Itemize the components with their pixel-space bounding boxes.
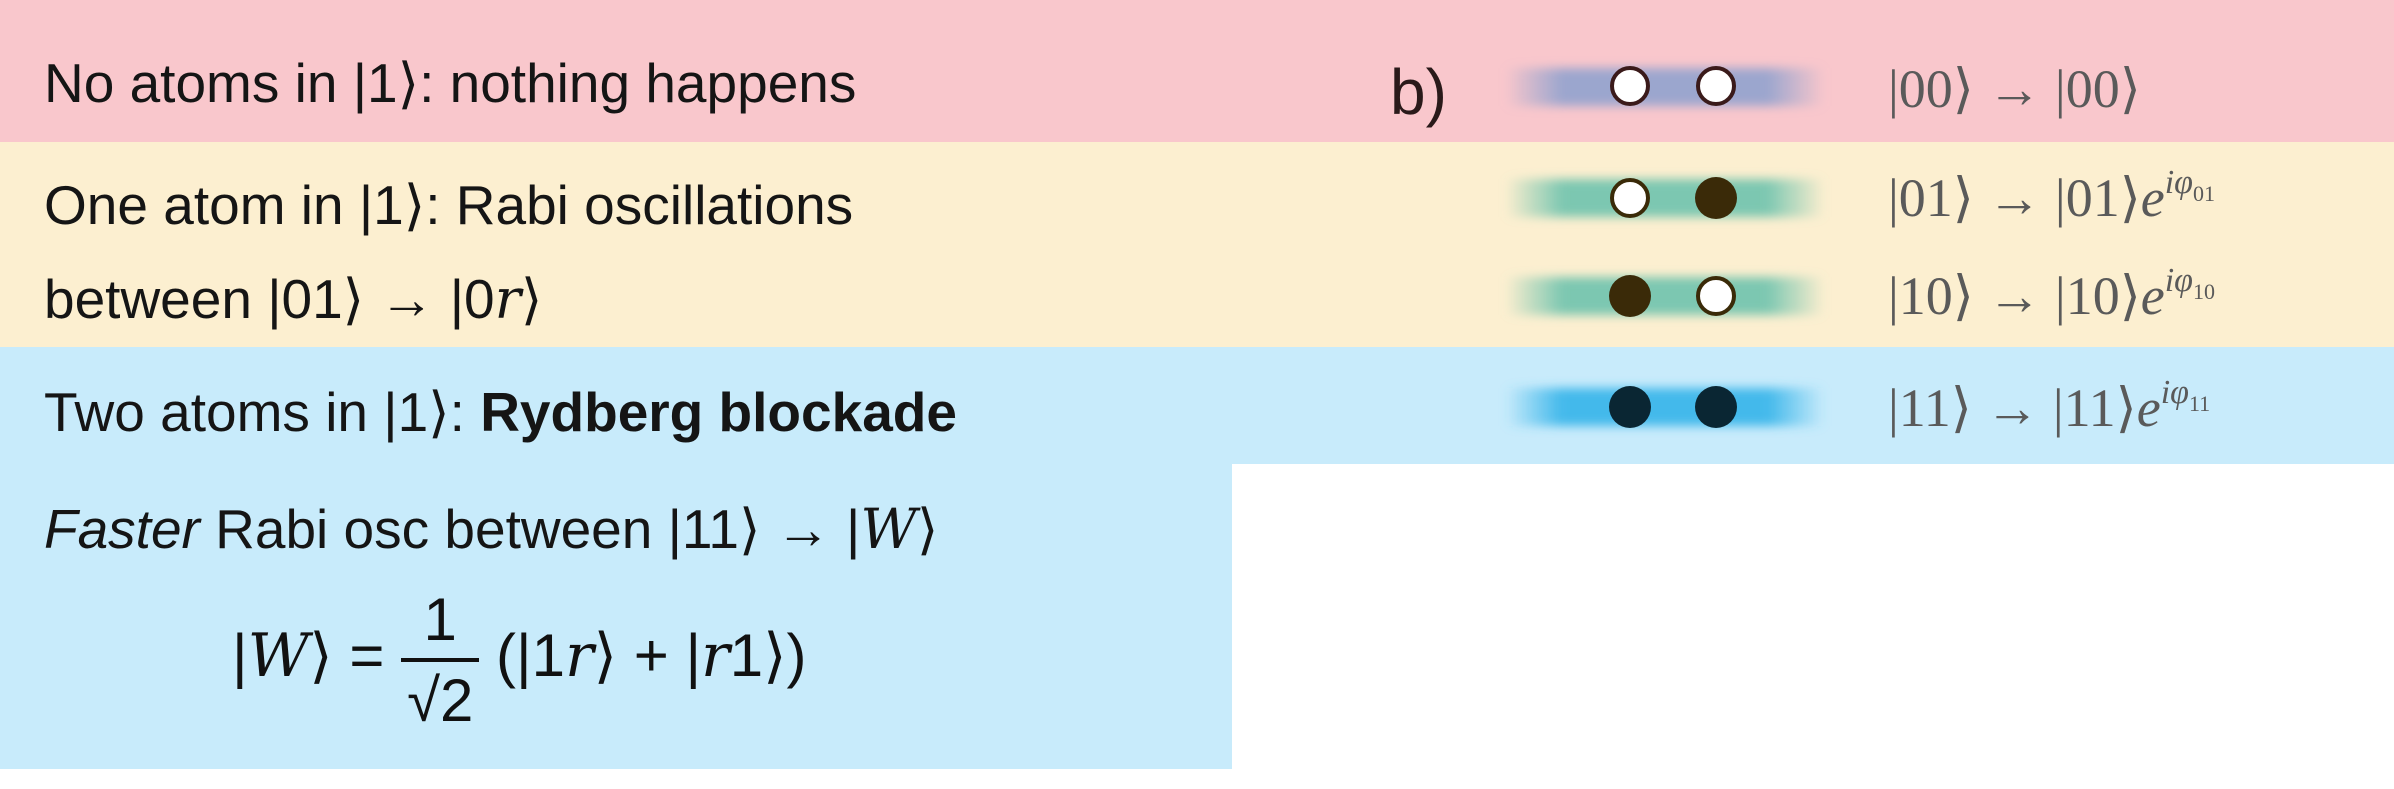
phase-exponent: iφ01 (2164, 164, 2215, 206)
eq-lhs-var: W (247, 620, 310, 691)
atom-open (1610, 178, 1650, 218)
band-two-atoms (0, 347, 2394, 464)
beam-row-10 (1505, 277, 1825, 315)
phase-exponent: iφ11 (2160, 374, 2211, 416)
atom-filled (1609, 275, 1651, 317)
w-state-equation: |W⟩ = 1 √2 (|1r⟩ + |r1⟩) (232, 585, 807, 735)
eq-rhs-a: (|1 (496, 621, 565, 689)
state-map-10: |10⟩ → |10⟩eiφ10 (1888, 264, 2215, 326)
state-map-00: |00⟩ → |00⟩ (1888, 62, 2141, 116)
eq-rhs-c: ⟩ + | (593, 621, 702, 689)
eq-numerator: 1 (423, 586, 457, 653)
phase-e: e (2140, 266, 2165, 326)
row-one-atom-line1: One atom in |1⟩: Rabi oscillations (44, 174, 854, 236)
row-one-atom-line2: between |01⟩ → |0r⟩ (44, 272, 542, 327)
band-faster-rabi (0, 464, 1232, 769)
faster-text: Rabi osc between |11⟩ → | (199, 498, 861, 560)
atom-filled (1695, 386, 1737, 428)
faster-var: W (860, 497, 917, 561)
state-map-11: |11⟩ → |11⟩eiφ11 (1888, 376, 2210, 438)
phase-e: e (2136, 378, 2161, 438)
faster-end: ⟩ (916, 498, 939, 560)
row-two-atoms-text: Two atoms in |1⟩: Rydberg blockade (44, 385, 957, 440)
line2-prefix: between |01⟩ → |0 (44, 268, 495, 330)
line2-var: r (494, 267, 521, 331)
atom-open (1696, 276, 1736, 316)
row-faster-rabi-text: Faster Rabi osc between |11⟩ → |W⟩ (44, 502, 938, 557)
phase-exponent: iφ10 (2164, 262, 2215, 304)
panel-label: b) (1390, 56, 1447, 128)
band-one-atom (0, 142, 2394, 347)
beam-row-00 (1505, 68, 1825, 106)
phase-e: e (2140, 168, 2165, 228)
state-map-10-text: |10⟩ → |10⟩ (1888, 266, 2141, 326)
state-map-11-text: |11⟩ → |11⟩ (1888, 378, 2137, 438)
eq-rhs-b: r (564, 620, 594, 691)
eq-denominator: √2 (401, 658, 480, 735)
band-no-atoms (0, 0, 2394, 142)
eq-lhs-close: ⟩ = (309, 621, 385, 689)
atom-open (1696, 66, 1736, 106)
atom-filled (1695, 177, 1737, 219)
beam-row-11 (1505, 388, 1825, 426)
beam-row-01 (1505, 179, 1825, 217)
line2-suffix: ⟩ (520, 268, 543, 330)
state-map-01: |01⟩ → |01⟩eiφ01 (1888, 166, 2215, 228)
two-atoms-prefix: Two atoms in |1⟩: (44, 381, 481, 443)
atom-filled (1609, 386, 1651, 428)
faster-label: Faster (44, 498, 200, 560)
eq-fraction: 1 √2 (401, 585, 480, 735)
eq-lhs-open: | (232, 621, 248, 689)
rydberg-blockade-label: Rydberg blockade (480, 381, 957, 443)
state-map-00-text: |00⟩ → |00⟩ (1888, 59, 2141, 119)
eq-rhs-e: 1⟩) (729, 621, 807, 689)
eq-rhs-d: r (701, 620, 730, 691)
state-map-01-text: |01⟩ → |01⟩ (1888, 168, 2141, 228)
row-no-atoms-text: No atoms in |1⟩: nothing happens (44, 52, 857, 114)
atom-open (1610, 66, 1650, 106)
